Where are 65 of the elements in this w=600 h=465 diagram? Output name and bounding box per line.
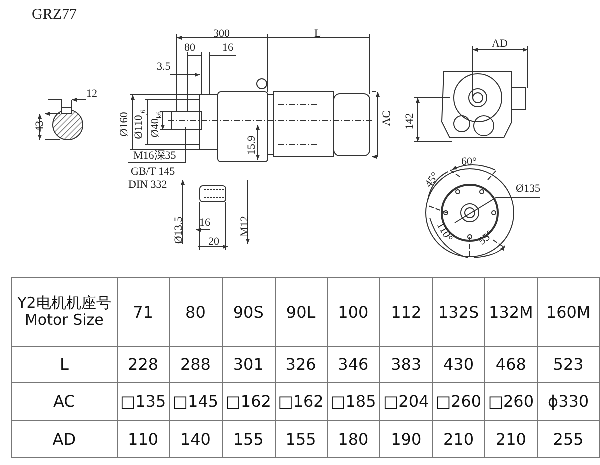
dimension-label: Ø13.5 (174, 216, 185, 244)
dimension-label: 20 (208, 236, 220, 248)
dimension-value: □185 (327, 382, 380, 420)
column-header: 160M (538, 278, 600, 346)
dimension-value: 383 (380, 346, 433, 382)
dimension-value: 346 (327, 346, 380, 382)
column-header: 132M (484, 278, 538, 346)
dimension-value: □162 (275, 382, 327, 420)
dimension-label: 55° (476, 228, 496, 248)
dimension-label: Ø160 (120, 112, 131, 136)
column-header: 90L (275, 278, 327, 346)
dimension-value: □260 (432, 382, 485, 420)
dimension-value: 468 (484, 346, 538, 382)
dimension-value: 255 (538, 420, 600, 458)
dimension-label: 15.9 (246, 135, 258, 155)
dimension-value: 210 (432, 420, 485, 458)
dimension-label: L (314, 28, 322, 40)
dimension-value: □135 (117, 382, 170, 420)
dimension-value: □145 (169, 382, 222, 420)
dimension-value: □204 (380, 382, 433, 420)
dimension-value: 326 (275, 346, 327, 382)
dimension-label: 43 (34, 120, 46, 132)
column-header: 80 (169, 278, 222, 346)
dimension-value: 430 (432, 346, 485, 382)
row-header: L (12, 346, 118, 382)
dimension-label: 45° (423, 170, 442, 190)
dimension-value: 180 (327, 420, 380, 458)
row-header: AD (12, 420, 118, 458)
dimension-label: M12 (239, 216, 250, 236)
row-header: AC (12, 382, 118, 420)
dimension-value: 523 (538, 346, 600, 382)
dimension-value: 110 (117, 420, 170, 458)
column-header: 112 (380, 278, 433, 346)
row-header: Y2电机机座号 Motor Size (12, 278, 118, 346)
dimension-label: 16 (200, 218, 210, 228)
column-header: 100 (327, 278, 380, 346)
dimension-value: 228 (117, 346, 170, 382)
dimension-label: 80 (184, 42, 196, 54)
column-header: 132S (432, 278, 485, 346)
column-header: 90S (222, 278, 276, 346)
dimension-label: GB/T 145 (131, 166, 176, 178)
dimension-value: 155 (275, 420, 327, 458)
dimension-label: AD (492, 38, 508, 50)
dimension-label: 60° (462, 156, 477, 168)
dimension-value: □162 (222, 382, 276, 420)
dimension-label: DIN 332 (128, 180, 168, 190)
dimension-label: 300 (214, 28, 230, 40)
dimension-value: ϕ330 (538, 382, 600, 420)
dimension-value: 155 (222, 420, 276, 458)
column-header: 71 (117, 278, 170, 346)
dimension-label: 142 (404, 112, 416, 130)
dimension-label: 12 (86, 88, 98, 100)
dimension-value: 210 (484, 420, 538, 458)
dimension-value: 190 (380, 420, 433, 458)
dimension-label: 3.5 (157, 62, 171, 72)
dimension-label: AC (382, 110, 393, 126)
dimension-label: 110° (434, 220, 454, 244)
dimension-label: 16 (222, 42, 234, 54)
model-title: GRZ77 (32, 7, 77, 24)
dimension-label: M16深35 (134, 150, 176, 162)
dimension-label: Ø135 (516, 184, 540, 194)
dimension-value: 301 (222, 346, 276, 382)
dimension-value: 288 (169, 346, 222, 382)
dimension-value: 140 (169, 420, 222, 458)
dimension-value: □260 (484, 382, 538, 420)
